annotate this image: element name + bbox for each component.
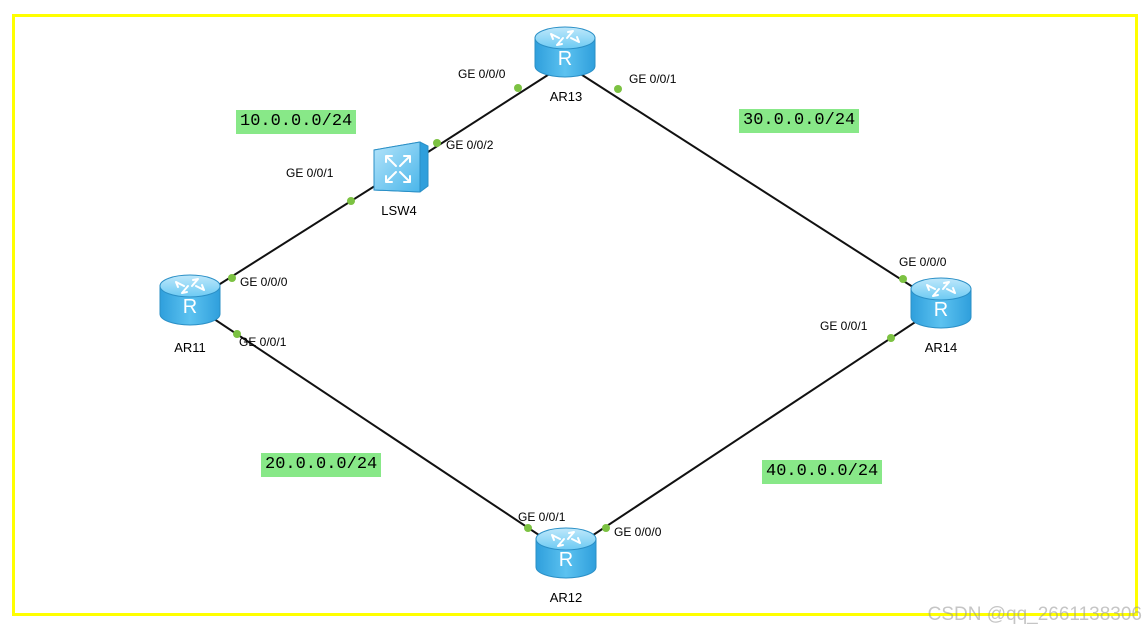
port-label-ar11-ge000: GE 0/0/0 bbox=[240, 275, 288, 289]
link-lsw4-ar11 bbox=[189, 169, 401, 304]
csdn-watermark: CSDN @qq_2661138306 bbox=[927, 604, 1142, 625]
port-dot bbox=[602, 524, 610, 532]
port-dot bbox=[887, 334, 895, 342]
port-dot bbox=[433, 139, 441, 147]
router-icon bbox=[535, 527, 597, 579]
device-label-lsw4: LSW4 bbox=[381, 203, 416, 218]
link-ar11-ar12 bbox=[189, 302, 567, 554]
router-ar14[interactable] bbox=[910, 277, 972, 329]
router-icon bbox=[910, 277, 972, 329]
port-dot bbox=[233, 330, 241, 338]
device-label-ar13: AR13 bbox=[550, 89, 583, 104]
device-label-ar12: AR12 bbox=[550, 590, 583, 605]
router-ar13[interactable] bbox=[534, 26, 596, 78]
router-icon bbox=[159, 274, 221, 326]
port-dot bbox=[228, 274, 236, 282]
port-label-ar12-ge000: GE 0/0/0 bbox=[614, 525, 662, 539]
port-label-ar13-ge000: GE 0/0/0 bbox=[458, 67, 506, 81]
device-label-ar14: AR14 bbox=[925, 340, 958, 355]
port-label-ar14-ge001: GE 0/0/1 bbox=[820, 319, 868, 333]
subnet-label-20: 20.0.0.0/24 bbox=[261, 453, 382, 477]
router-ar11[interactable] bbox=[159, 274, 221, 326]
port-label-ar11-ge001: GE 0/0/1 bbox=[239, 335, 287, 349]
subnet-label-10: 10.0.0.0/24 bbox=[236, 110, 357, 134]
device-label-ar11: AR11 bbox=[174, 340, 206, 355]
yellow-frame bbox=[12, 14, 1138, 616]
switch-lsw4[interactable] bbox=[373, 141, 429, 193]
port-label-ar14-ge000: GE 0/0/0 bbox=[899, 255, 947, 269]
link-ar12-ar14 bbox=[565, 304, 942, 554]
port-label-ar12-ge001: GE 0/0/1 bbox=[518, 510, 566, 524]
port-label-ar13-ge001: GE 0/0/1 bbox=[629, 72, 677, 86]
subnet-label-30: 30.0.0.0/24 bbox=[739, 109, 860, 133]
port-dot bbox=[524, 524, 532, 532]
port-dot bbox=[347, 197, 355, 205]
port-dot bbox=[899, 275, 907, 283]
link-ar13-ar14 bbox=[564, 63, 942, 306]
port-dot bbox=[614, 85, 622, 93]
port-label-lsw4-ge001: GE 0/0/1 bbox=[286, 166, 334, 180]
router-icon bbox=[534, 26, 596, 78]
subnet-label-40: 40.0.0.0/24 bbox=[762, 460, 883, 484]
switch-icon bbox=[373, 141, 429, 193]
router-ar12[interactable] bbox=[535, 527, 597, 579]
port-dot bbox=[514, 84, 522, 92]
port-label-lsw4-ge002: GE 0/0/2 bbox=[446, 138, 494, 152]
